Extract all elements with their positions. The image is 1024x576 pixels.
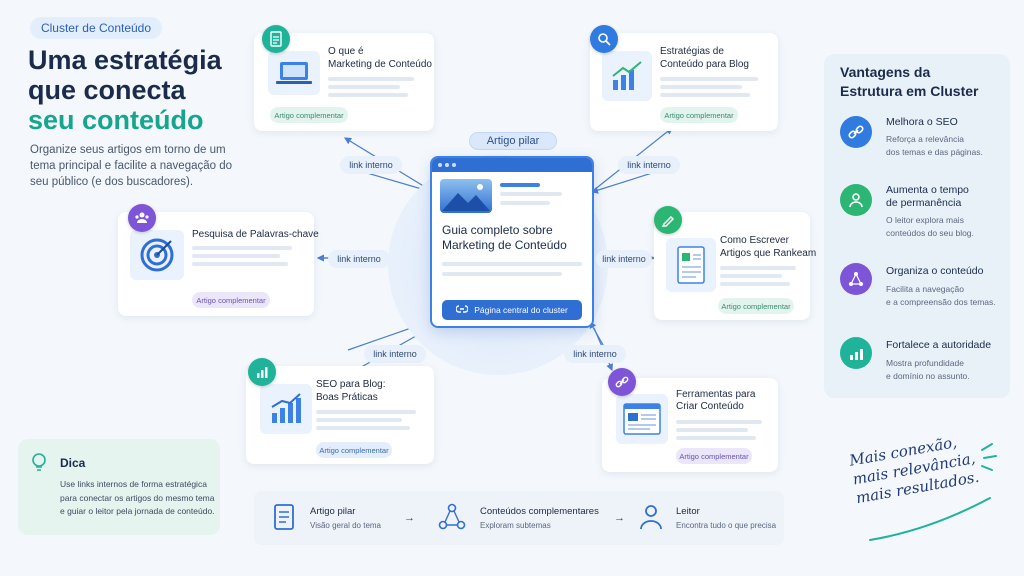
target-icon bbox=[130, 230, 184, 280]
card-title-1: SEO para Blog: bbox=[316, 379, 386, 390]
advantage-desc: Mostra profundidade bbox=[886, 358, 964, 368]
user-icon bbox=[840, 184, 872, 216]
document-icon bbox=[262, 25, 290, 53]
network-icon bbox=[840, 263, 872, 295]
advantages-title-1: Vantagens da bbox=[840, 64, 931, 80]
tip-line: Use links internos de forma estratégica bbox=[60, 479, 207, 489]
intro-text: Organize seus artigos em torno de um tem… bbox=[30, 144, 233, 188]
link-label: link interno bbox=[564, 345, 626, 363]
article-card-marketing[interactable]: O que é Marketing de Conteúdo Artigo com… bbox=[254, 33, 434, 131]
flow-title: Leitor bbox=[676, 506, 700, 517]
advantage-desc: Reforça a relevância bbox=[886, 134, 964, 144]
article-card-writing[interactable]: Como Escrever Artigos que Rankeam Artigo… bbox=[654, 212, 816, 320]
flow-title: Conteúdos complementares bbox=[480, 506, 599, 517]
card-title-2: Conteúdo para Blog bbox=[660, 59, 749, 70]
title-line-3: seu conteúdo bbox=[28, 105, 204, 135]
card-title-1: Ferramentas para bbox=[676, 389, 756, 400]
complement-pill: Artigo complementar bbox=[718, 298, 794, 314]
link-label: link interno bbox=[364, 345, 426, 363]
pillar-title-2: Marketing de Conteúdo bbox=[442, 238, 567, 252]
card-title-1: Estratégias de bbox=[660, 46, 724, 57]
arrow-right-icon: → bbox=[404, 512, 415, 524]
growth-chart-icon bbox=[602, 51, 652, 101]
pillar-cta-label: Página central do cluster bbox=[474, 305, 568, 315]
complement-pill: Artigo complementar bbox=[270, 107, 348, 123]
flow-desc: Exploram subtemas bbox=[480, 521, 551, 530]
link-icon bbox=[455, 304, 469, 316]
advantage-title: de permanência bbox=[886, 197, 962, 209]
article-card-keywords[interactable]: Pesquisa de Palavras-chave Artigo comple… bbox=[118, 212, 319, 316]
tip-line: e guiar o leitor pela jornada de conteúd… bbox=[60, 506, 215, 516]
content-flow-bar bbox=[254, 491, 784, 545]
card-title-1: O que é bbox=[328, 46, 364, 57]
document-icon bbox=[272, 503, 296, 536]
advantages-title-2: Estrutura em Cluster bbox=[840, 83, 979, 99]
user-icon bbox=[638, 503, 664, 536]
growth-chart-icon bbox=[260, 384, 312, 434]
link-label: link interno bbox=[618, 156, 680, 174]
network-icon bbox=[438, 503, 466, 536]
pillar-center-button[interactable]: Página central do cluster bbox=[442, 300, 582, 320]
pencil-icon bbox=[654, 206, 682, 234]
link-icon bbox=[608, 368, 636, 396]
card-title-1: Como Escrever bbox=[720, 235, 789, 246]
card-title-2: Criar Conteúdo bbox=[676, 401, 744, 412]
mountain-image-icon bbox=[440, 179, 492, 213]
flow-desc: Encontra tudo o que precisa bbox=[676, 521, 777, 530]
card-title-1: Pesquisa de Palavras-chave bbox=[192, 229, 319, 240]
pillar-article-window[interactable]: Guia completo sobre Marketing de Conteúd… bbox=[430, 156, 594, 328]
advantage-desc: dos temas e das páginas. bbox=[886, 147, 983, 157]
advantage-desc: conteúdos do seu blog. bbox=[886, 228, 974, 238]
lightbulb-icon bbox=[30, 452, 48, 479]
chart-icon bbox=[840, 337, 872, 369]
complement-pill: Artigo complementar bbox=[192, 292, 270, 308]
chart-icon bbox=[248, 358, 276, 386]
tip-title: Dica bbox=[60, 456, 86, 470]
window-titlebar bbox=[432, 158, 592, 172]
browser-preview-icon bbox=[616, 394, 668, 444]
card-title-2: Boas Práticas bbox=[316, 392, 378, 403]
advantage-title: Fortalece a autoridade bbox=[886, 339, 992, 351]
search-icon bbox=[590, 25, 618, 53]
document-preview-icon bbox=[666, 238, 716, 292]
advantage-desc: O leitor explora mais bbox=[886, 215, 964, 225]
advantage-title: Melhora o SEO bbox=[886, 116, 958, 128]
link-label: link interno bbox=[596, 250, 652, 268]
flow-desc: Visão geral do tema bbox=[310, 521, 382, 530]
pillar-title-1: Guia completo sobre bbox=[442, 223, 553, 237]
users-icon bbox=[128, 204, 156, 232]
title-line-1: Uma estratégia bbox=[28, 45, 222, 75]
article-card-seo[interactable]: SEO para Blog: Boas Práticas Artigo comp… bbox=[246, 366, 434, 464]
advantage-title: Aumenta o tempo bbox=[886, 184, 969, 196]
advantage-desc: e domínio no assunto. bbox=[886, 371, 970, 381]
pillar-tag: Artigo pilar bbox=[469, 132, 557, 150]
arrow-right-icon: → bbox=[614, 512, 625, 524]
title-line-2: que conecta bbox=[28, 75, 186, 105]
tip-box bbox=[18, 439, 220, 535]
card-title-2: Marketing de Conteúdo bbox=[328, 59, 432, 70]
advantage-desc: e a compreensão dos temas. bbox=[886, 297, 996, 307]
complement-pill: Artigo complementar bbox=[316, 442, 392, 458]
flow-title: Artigo pilar bbox=[310, 506, 356, 517]
category-tag: Cluster de Conteúdo bbox=[30, 17, 162, 39]
link-label: link interno bbox=[328, 250, 390, 268]
article-card-tools[interactable]: Ferramentas para Criar Conteúdo Artigo c… bbox=[602, 378, 778, 472]
complement-pill: Artigo complementar bbox=[676, 448, 752, 464]
advantage-desc: Facilita a navegação bbox=[886, 284, 964, 294]
tip-line: para conectar os artigos do mesmo tema bbox=[60, 492, 215, 503]
link-icon bbox=[840, 116, 872, 148]
laptop-icon bbox=[268, 51, 320, 95]
decorative-strokes bbox=[869, 443, 997, 541]
complement-pill: Artigo complementar bbox=[660, 107, 738, 123]
link-label: link interno bbox=[340, 156, 402, 174]
article-card-strategies[interactable]: Estratégias de Conteúdo para Blog Artigo… bbox=[590, 33, 778, 131]
advantage-title: Organiza o conteúdo bbox=[886, 265, 984, 277]
card-title-2: Artigos que Rankeam bbox=[720, 248, 817, 259]
